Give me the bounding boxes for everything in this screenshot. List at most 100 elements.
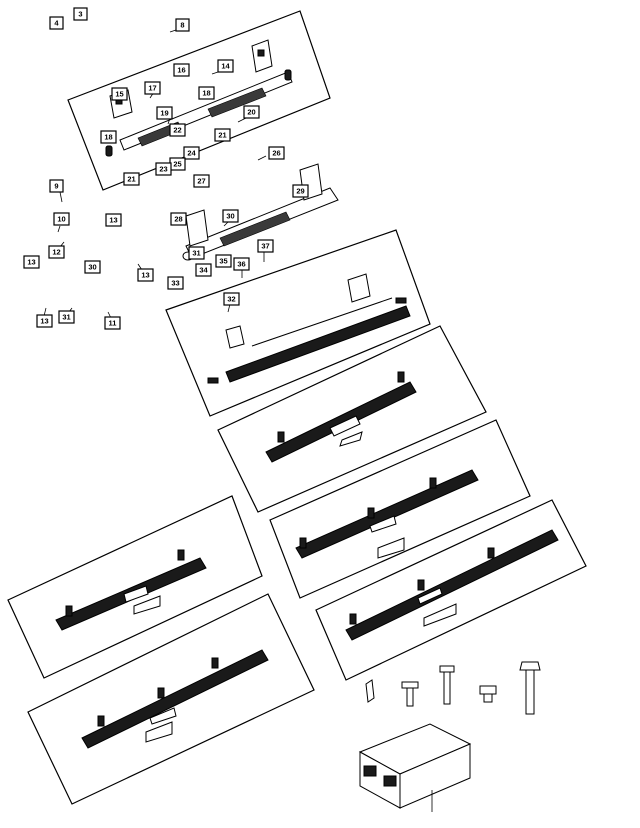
callout: 27 (193, 174, 210, 188)
callout: 8 (175, 18, 190, 32)
callout-label: 9 (54, 182, 58, 191)
end-cap-icon (284, 69, 292, 81)
callout-label: 13 (40, 317, 48, 326)
panel-step-7 (27, 593, 315, 805)
callout: 11 (104, 316, 121, 330)
callout-label: 31 (62, 313, 70, 322)
panel-step-3 (217, 325, 487, 513)
callout-label: 17 (148, 84, 156, 93)
mounting-bracket-icon (251, 39, 273, 73)
callout-label: 3 (78, 10, 82, 19)
callout-label: 15 (115, 90, 123, 99)
callout-label: 13 (141, 271, 149, 280)
bolt-icon (519, 661, 541, 715)
callout-label: 29 (296, 187, 304, 196)
callout: 15 (111, 87, 128, 101)
nut-icon (479, 685, 497, 703)
callout: 4 (49, 16, 64, 30)
callout-label: 21 (218, 131, 226, 140)
callout-label: 19 (160, 109, 168, 118)
callout-label: 13 (27, 258, 35, 267)
callout: 21 (214, 128, 231, 142)
callout: 29 (292, 184, 309, 198)
callout: 3 (73, 7, 88, 21)
panel-wire-kit (165, 229, 431, 417)
callout: 10 (53, 212, 70, 226)
leader-lines (43, 29, 267, 321)
callout: 14 (217, 59, 234, 73)
panel-step-4 (269, 419, 531, 599)
callout-label: 26 (272, 149, 280, 158)
end-cap-icon (105, 145, 113, 157)
callout: 13 (36, 314, 53, 328)
callout: 37 (257, 239, 274, 253)
callout-label: 18 (104, 133, 112, 142)
callout-label: 21 (127, 175, 135, 184)
callout-label: 30 (226, 212, 234, 221)
callout: 33 (167, 276, 184, 290)
callout: 28 (170, 212, 187, 226)
callout-label: 20 (247, 108, 255, 117)
callouts: 4 3 8 16 14 15 17 18 19 20 18 22 21 24 2… (23, 7, 309, 330)
callout: 22 (169, 123, 186, 137)
callout: 25 (169, 157, 186, 171)
clip-icon (395, 297, 407, 304)
callout: 34 (195, 263, 212, 277)
callout: 20 (243, 105, 260, 119)
callout-label: 12 (52, 248, 60, 257)
clip-icon (365, 679, 375, 703)
callout-label: 36 (237, 260, 245, 269)
callout: 35 (215, 254, 232, 268)
callout-label: 4 (54, 19, 59, 28)
callout-label: 18 (202, 89, 210, 98)
callout-label: 11 (109, 319, 117, 328)
callout-label: 28 (174, 215, 182, 224)
callout: 16 (173, 63, 190, 77)
callout: 31 (188, 246, 205, 260)
callout-label: 13 (109, 216, 117, 225)
callout: 23 (155, 162, 172, 176)
callout: 9 (49, 179, 64, 193)
panel-step-5 (315, 499, 587, 681)
callout-label: 32 (227, 295, 235, 304)
callout: 18 (198, 86, 215, 100)
callout: 17 (144, 81, 161, 95)
callout-label: 37 (261, 242, 269, 251)
callout-label: 31 (192, 249, 200, 258)
callout-label: 22 (173, 126, 181, 135)
callout: 18 (100, 130, 117, 144)
callout: 31 (58, 310, 75, 324)
callout-label: 35 (219, 257, 227, 266)
callout: 12 (48, 245, 65, 259)
callout-label: 34 (199, 266, 208, 275)
clip-icon (207, 377, 219, 384)
callout-label: 33 (171, 279, 179, 288)
callout-label: 14 (221, 62, 230, 71)
callout: 32 (223, 292, 240, 306)
control-module-icon (358, 723, 472, 812)
callout: 30 (84, 260, 101, 274)
callout-label: 8 (180, 21, 184, 30)
callout: 19 (156, 106, 173, 120)
callout: 30 (222, 209, 239, 223)
callout-label: 24 (187, 149, 196, 158)
bolt-icon (439, 665, 455, 705)
step-bar-oval (182, 163, 339, 261)
callout: 13 (23, 255, 40, 269)
panel-step-6 (7, 495, 263, 679)
callout-label: 27 (197, 177, 205, 186)
callout-label: 25 (173, 160, 181, 169)
callout: 26 (268, 146, 285, 160)
panel-exploded-assembly (67, 10, 331, 191)
bracket-icon (225, 325, 245, 349)
bolt-icon (401, 681, 419, 707)
callout-label: 30 (88, 263, 96, 272)
callout: 13 (105, 213, 122, 227)
callout-label: 16 (177, 66, 185, 75)
callout: 13 (137, 268, 154, 282)
bracket-icon (347, 273, 371, 303)
callout: 24 (183, 146, 200, 160)
callout: 21 (123, 172, 140, 186)
callout: 36 (233, 257, 250, 271)
